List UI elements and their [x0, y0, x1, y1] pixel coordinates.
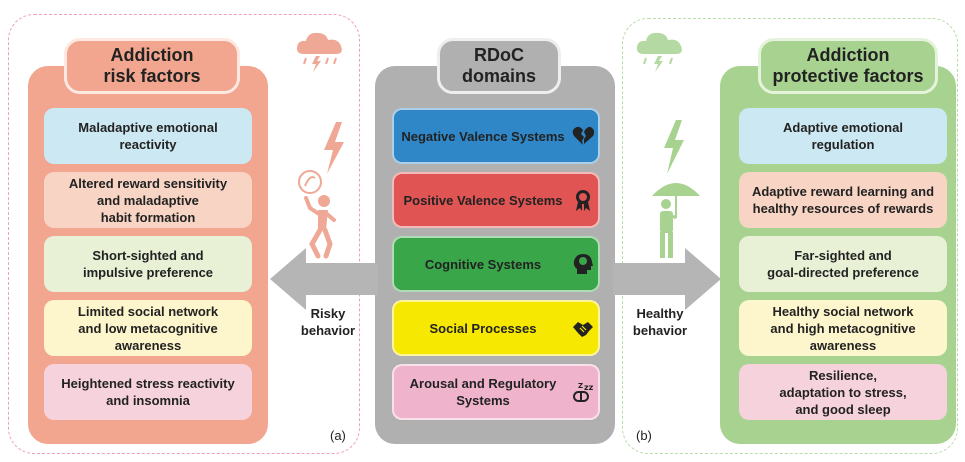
stressed-person-icon — [298, 170, 336, 259]
rdoc-domain-label: Positive Valence Systems — [403, 192, 563, 208]
rdoc-domain-label: Negative Valence Systems — [401, 128, 565, 144]
risk-title: Addiction risk factors — [64, 38, 240, 94]
rain-cloud-icon — [636, 32, 682, 72]
protective-factor-item: Resilience, adaptation to stress, and go… — [739, 364, 947, 420]
risky-behavior-label: Risky behavior — [300, 306, 356, 338]
award-ribbon-icon — [576, 190, 590, 211]
rdoc-domain-item: Social Processes — [392, 300, 600, 356]
panel-a-tag: (a) — [330, 428, 346, 443]
risk-factor-item: Heightened stress reactivity and insomni… — [44, 364, 252, 420]
broken-heart-icon — [572, 126, 594, 145]
umbrella-person-icon — [652, 183, 700, 258]
rdoc-domain-item: Negative Valence Systems — [392, 108, 600, 164]
protective-title: Addiction protective factors — [758, 38, 938, 94]
risk-dashed-outline — [8, 14, 360, 454]
risk-factor-item: Altered reward sensitivity and maladapti… — [44, 172, 252, 228]
rdoc-domain-item: Positive Valence Systems — [392, 172, 600, 228]
svg-text:zz: zz — [584, 383, 594, 392]
handshake-icon — [573, 322, 593, 337]
rdoc-domain-label: Cognitive Systems — [424, 256, 542, 272]
rdoc-domain-label: Social Processes — [429, 320, 537, 336]
panel-b-tag: (b) — [636, 428, 652, 443]
risk-factor-item: Maladaptive emotional reactivity — [44, 108, 252, 164]
healthy-behavior-label: Healthy behavior — [632, 306, 688, 338]
risk-factor-item: Limited social network and low metacogni… — [44, 300, 252, 356]
protective-factor-item: Adaptive emotional regulation — [739, 108, 947, 164]
storm-cloud-icon — [296, 32, 342, 72]
risky-behavior-arrow — [270, 248, 378, 310]
protective-factor-item: Adaptive reward learning and healthy res… — [739, 172, 947, 228]
protective-factor-item: Healthy social network and high metacogn… — [739, 300, 947, 356]
rdoc-domain-label: Arousal and Regulatory Systems — [409, 376, 557, 408]
lightning-icon — [324, 122, 344, 174]
sleep-pill-icon: zzZ — [573, 382, 594, 402]
lightning-icon-right — [664, 120, 684, 174]
rdoc-domain-item: Cognitive Systems — [392, 236, 600, 292]
protective-factor-item: Far-sighted and goal-directed preference — [739, 236, 947, 292]
svg-text:Z: Z — [578, 382, 583, 390]
protective-dashed-outline — [622, 18, 958, 454]
brain-head-icon — [573, 254, 593, 274]
healthy-behavior-arrow — [613, 248, 721, 310]
risk-factor-item: Short-sighted and impulsive preference — [44, 236, 252, 292]
rdoc-title: RDoC domains — [437, 38, 561, 94]
